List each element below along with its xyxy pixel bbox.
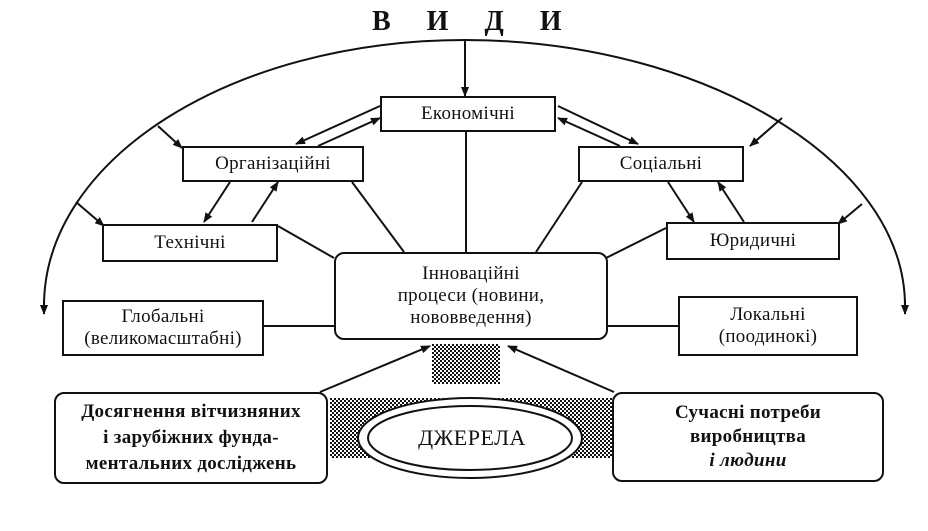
sources-label: ДЖЕРЕЛА	[418, 425, 526, 450]
diagram-title: ВИДИ	[372, 6, 598, 37]
source-needs-line2: виробництва	[689, 426, 806, 447]
node-legal: Юридичні	[666, 222, 840, 260]
source-needs: Сучасні потреби виробництва і людини	[612, 392, 884, 482]
source-needs-line3: і людини	[709, 450, 787, 471]
node-local: Локальні (поодинокі)	[678, 296, 858, 356]
node-innovation-processes: Інноваційні процеси (новини, нововведенн…	[334, 252, 608, 340]
node-social: Соціальні	[578, 146, 744, 182]
source-needs-line1: Сучасні потреби	[674, 402, 822, 423]
node-economic: Економічні	[380, 96, 556, 132]
node-global: Глобальні (великомасштабні)	[62, 300, 264, 356]
node-organizational: Організаційні	[182, 146, 364, 182]
source-research: Досягнення вітчизняних і зарубіжних фунд…	[54, 392, 328, 484]
node-technical: Технічні	[102, 224, 278, 262]
